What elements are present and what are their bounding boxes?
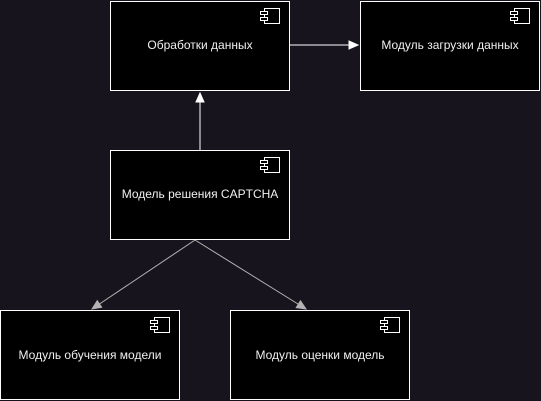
node-label-captcha-model: Модель решения CAPTCHA bbox=[121, 187, 279, 201]
node-model-training[interactable] bbox=[0, 310, 180, 400]
node-box bbox=[0, 310, 180, 400]
arrowhead bbox=[295, 299, 308, 310]
uml-component-icon bbox=[380, 317, 400, 333]
uml-component-icon bbox=[510, 8, 530, 24]
arrowhead bbox=[90, 299, 103, 310]
node-captcha-model[interactable] bbox=[110, 150, 290, 240]
node-box bbox=[110, 1, 290, 91]
uml-component-icon bbox=[260, 157, 280, 173]
edge-captcha-model-to-model-training bbox=[90, 239, 196, 310]
node-label-data-processing: Обработки данных bbox=[147, 38, 253, 52]
node-label-model-evaluation: Модуль оценки модель bbox=[255, 348, 385, 362]
arrowhead bbox=[195, 91, 205, 103]
node-data-processing[interactable] bbox=[110, 1, 290, 91]
arrowhead bbox=[348, 40, 360, 50]
edge-data-processing-to-data-loading bbox=[290, 40, 360, 50]
node-data-loading[interactable] bbox=[360, 1, 540, 91]
edges-layer bbox=[90, 40, 360, 310]
uml-component-icon bbox=[150, 317, 170, 333]
node-label-model-training: Модуль обучения модели bbox=[18, 348, 162, 362]
edge-line bbox=[99, 239, 196, 305]
node-box bbox=[360, 1, 540, 91]
node-label-data-loading: Модуль загрузки данных bbox=[381, 38, 519, 52]
uml-component-icon bbox=[260, 8, 280, 24]
node-model-evaluation[interactable] bbox=[230, 310, 410, 400]
edge-captcha-model-to-model-evaluation bbox=[194, 239, 308, 310]
edge-captcha-model-to-data-processing bbox=[195, 91, 205, 150]
node-box bbox=[110, 150, 290, 240]
edge-line bbox=[194, 239, 299, 305]
node-box bbox=[230, 310, 410, 400]
